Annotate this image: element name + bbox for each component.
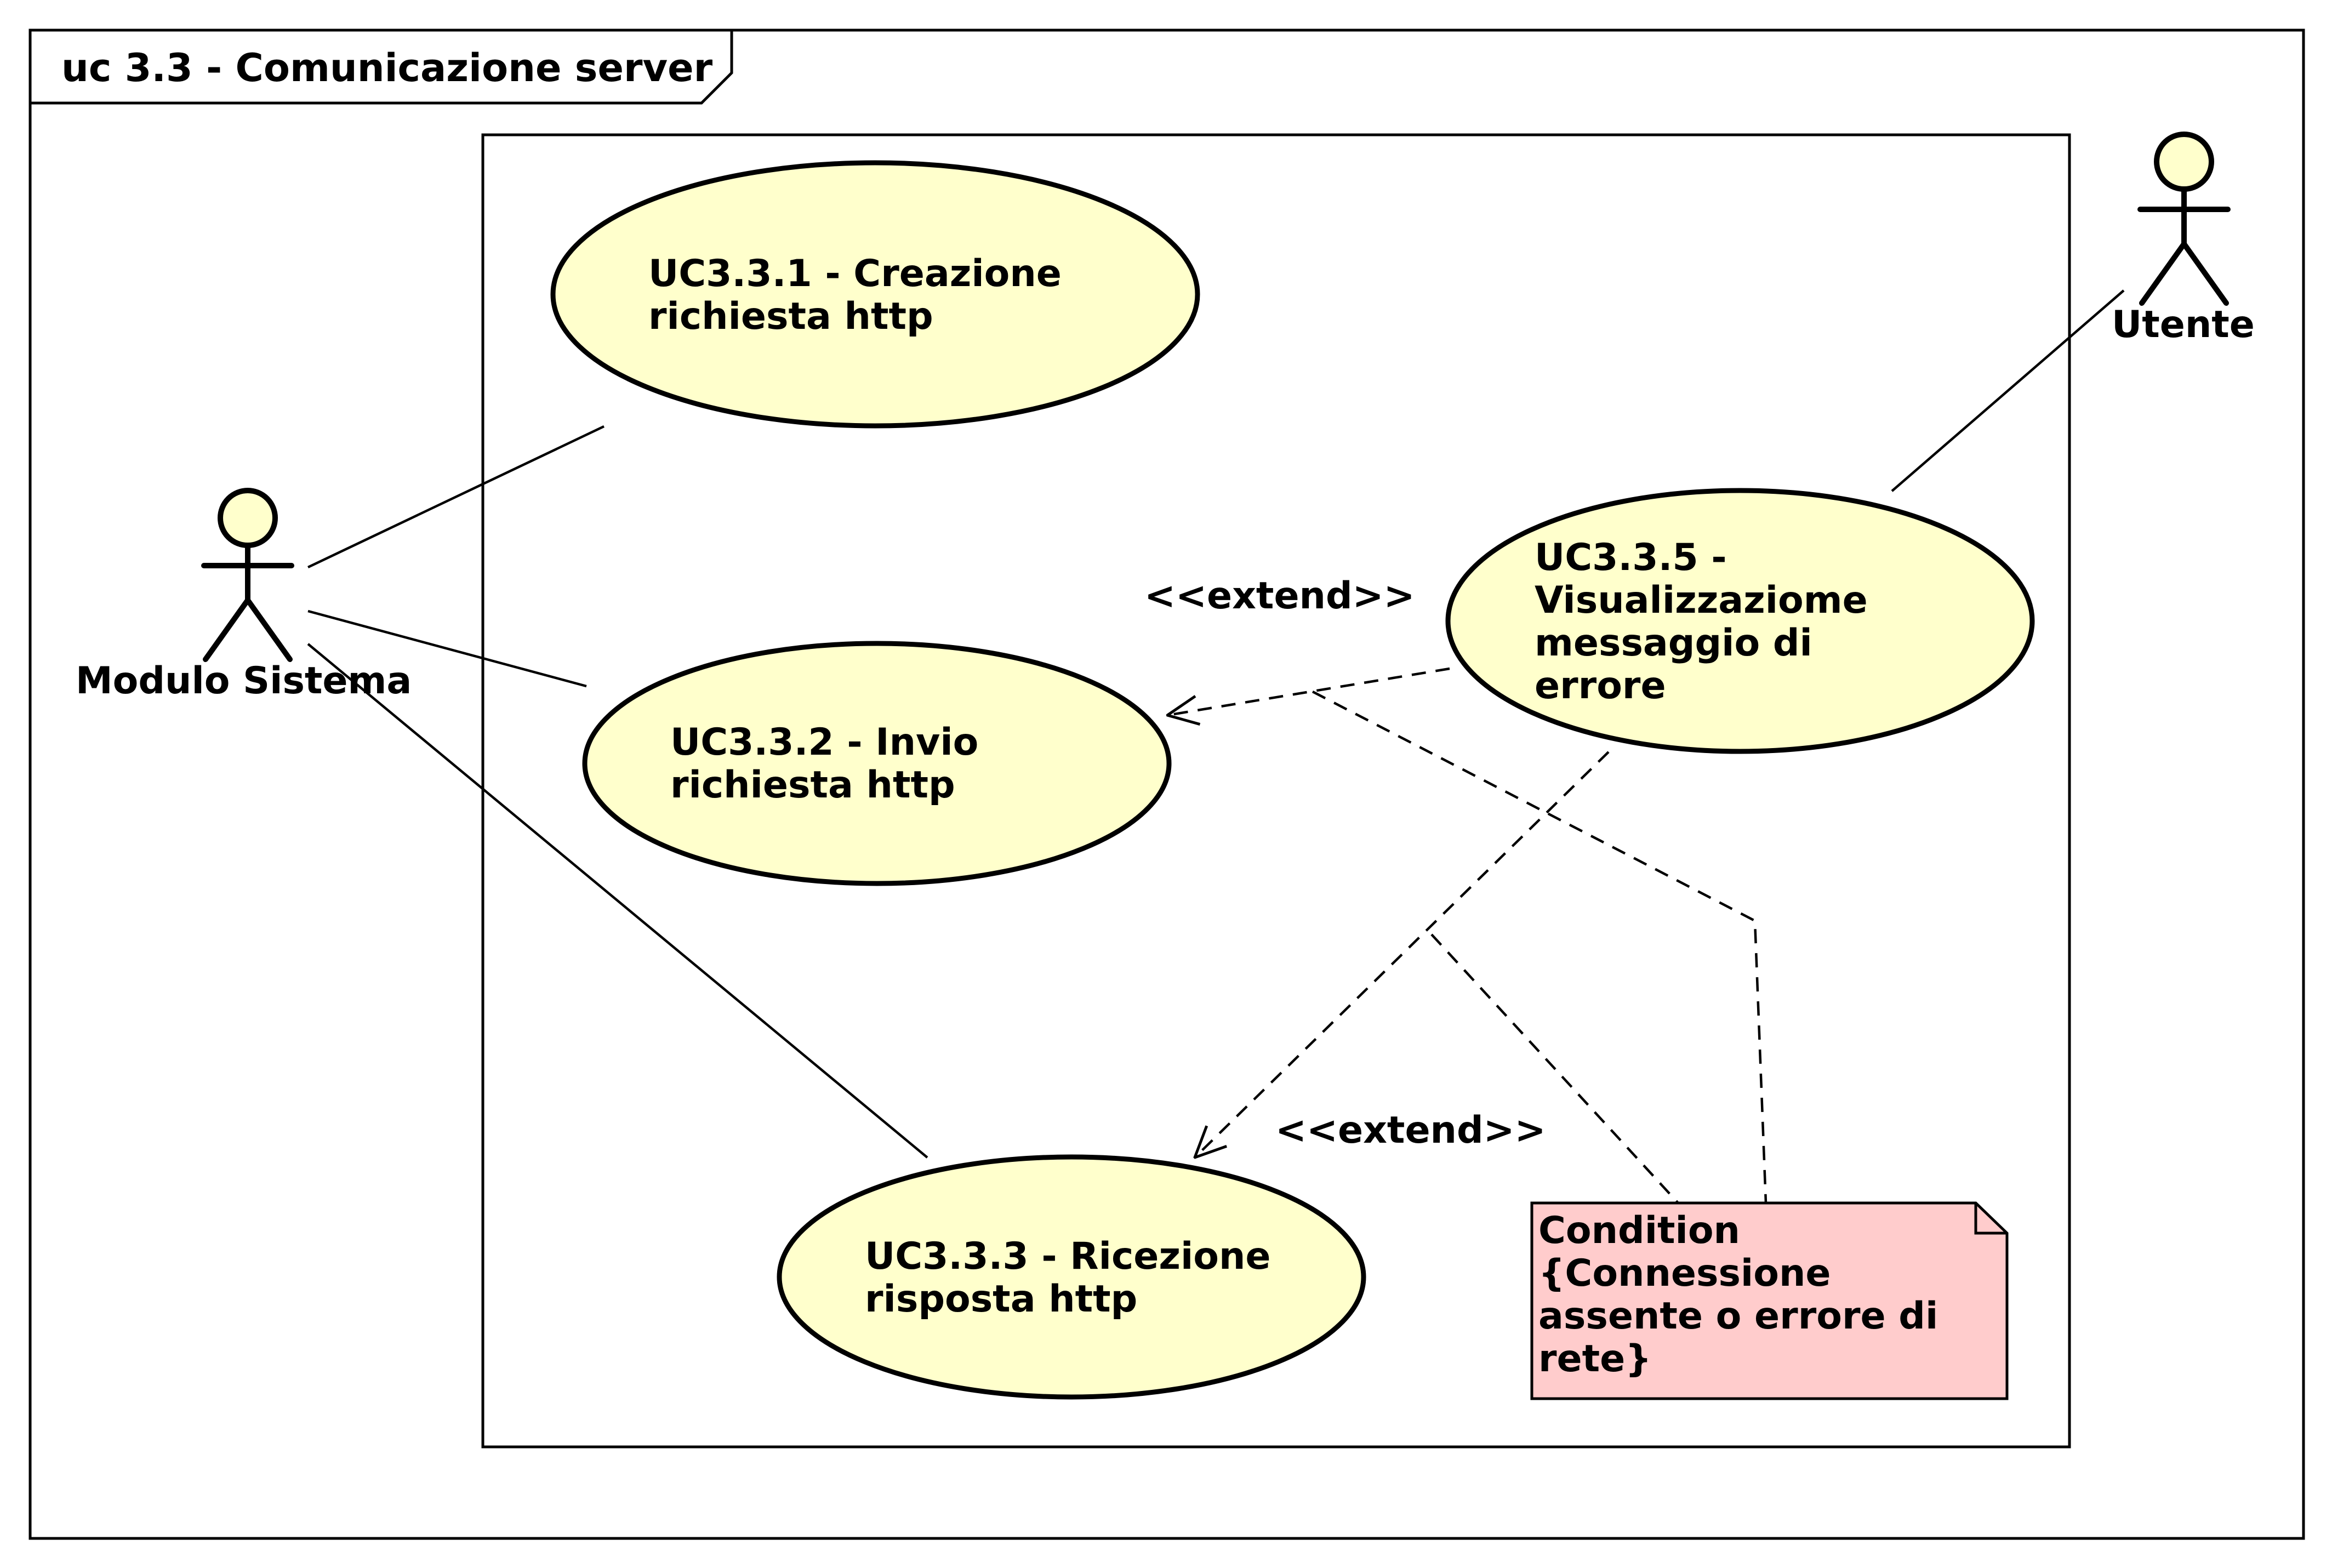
condition-note: Condition {Connessione assente o errore … (1530, 1201, 2009, 1400)
actor-utente-head (2154, 132, 2214, 192)
use-case-uc331-label: UC3.3.1 - Creazione richiesta http (648, 252, 1075, 338)
note-anchor-top (1312, 691, 1767, 1204)
use-case-uc333-label: UC3.3.3 - Ricezione risposta http (865, 1235, 1284, 1321)
extend-arrow-uc335-to-uc333 (1195, 751, 1610, 1158)
use-case-uc335-label: UC3.3.5 - Visualizzaziome messaggio di e… (1535, 536, 1880, 708)
use-case-uc332[interactable]: UC3.3.2 - Invio richiesta http (582, 641, 1172, 886)
use-case-uc331[interactable]: UC3.3.1 - Creazione richiesta http (550, 160, 1200, 429)
note-corner-fold (1974, 1203, 2007, 1235)
frame-title: uc 3.3 - Comunicazione server (61, 45, 713, 90)
note-anchor-bottom (1430, 933, 1679, 1204)
actor-modulo-sistema-head (218, 488, 278, 548)
association-modulo-uc332 (307, 609, 587, 688)
actor-modulo-sistema[interactable]: Modulo Sistema (76, 488, 412, 703)
actor-modulo-sistema-label: Modulo Sistema (76, 659, 412, 703)
extend-label-bottom: <<extend>> (1275, 1109, 1546, 1152)
association-modulo-uc331 (307, 425, 605, 569)
frame-title-tab (30, 30, 733, 105)
note-body (1530, 1201, 2009, 1400)
use-case-uc332-label: UC3.3.2 - Invio richiesta http (670, 721, 991, 807)
actor-utente-label: Utente (2112, 303, 2255, 346)
actor-utente[interactable]: Utente (2112, 132, 2255, 346)
association-modulo-uc333 (307, 643, 928, 1159)
note-text: Condition {Connessione assente o errore … (1538, 1209, 1951, 1381)
extend-label-top: <<extend>> (1144, 574, 1415, 618)
use-case-uc333[interactable]: UC3.3.3 - Ricezione risposta http (777, 1154, 1366, 1400)
system-boundary (481, 133, 2071, 1449)
association-utente-uc335 (1891, 289, 2125, 492)
use-case-uc335[interactable]: UC3.3.5 - Visualizzaziome messaggio di e… (1445, 488, 2035, 754)
